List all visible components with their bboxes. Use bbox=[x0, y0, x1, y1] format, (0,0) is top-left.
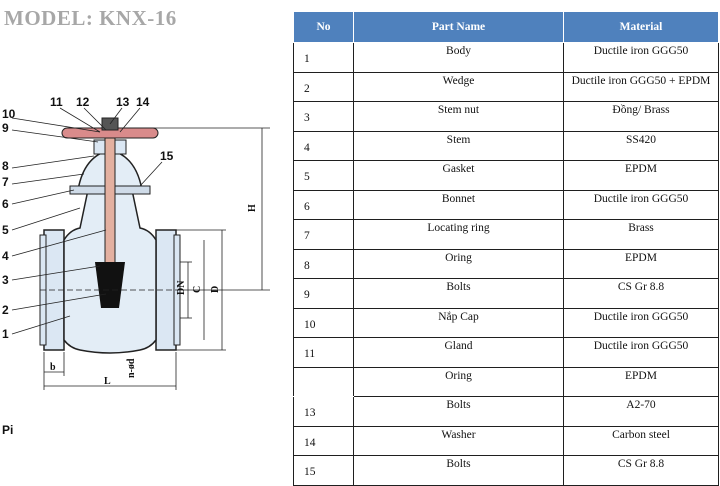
cell-no: 13 bbox=[293, 396, 354, 427]
callout-14: 14 bbox=[136, 95, 150, 109]
cell-no: 15 bbox=[293, 455, 354, 486]
cell-part: Nắp Cap bbox=[353, 307, 564, 338]
cell-part: Body bbox=[353, 42, 564, 73]
cell-material: SS420 bbox=[563, 130, 719, 161]
header-material: Material bbox=[563, 11, 719, 43]
callout-15: 15 bbox=[160, 149, 174, 163]
cell-part: Gland bbox=[353, 337, 564, 368]
cell-material: Ductile iron GGG50 + EPDM bbox=[563, 71, 719, 102]
cell-no: 11 bbox=[293, 337, 354, 368]
cell-part: Gasket bbox=[353, 160, 564, 191]
callout-5: 5 bbox=[2, 223, 9, 237]
cell-material: Ductile iron GGG50 bbox=[563, 189, 719, 220]
callout-10: 10 bbox=[2, 107, 16, 121]
model-title: MODEL: KNX-16 bbox=[4, 6, 177, 30]
cell-part: Oring bbox=[353, 248, 564, 279]
callout-9: 9 bbox=[2, 121, 9, 135]
cell-material: EPDM bbox=[563, 366, 719, 397]
header-no: No bbox=[293, 11, 354, 43]
cell-material: EPDM bbox=[563, 160, 719, 191]
cell-material: Ductile iron GGG50 bbox=[563, 42, 719, 73]
valve-drawing: H DN C D b L n-ød 10 9 8 7 6 5 4 3 2 1 1… bbox=[2, 95, 270, 435]
cell-material: Carbon steel bbox=[563, 425, 719, 456]
table-header-row: No Part Name Material bbox=[293, 11, 719, 43]
callout-4: 4 bbox=[2, 249, 9, 263]
cell-material: CS Gr 8.8 bbox=[563, 278, 719, 309]
cell-no: 7 bbox=[293, 219, 354, 250]
wedge bbox=[95, 262, 125, 308]
callout-2: 2 bbox=[2, 303, 9, 317]
cell-part: Bolts bbox=[353, 396, 564, 427]
header-part-name: Part Name bbox=[353, 11, 564, 43]
cell-part: Washer bbox=[353, 425, 564, 456]
callout-12: 12 bbox=[76, 95, 90, 109]
cell-material: Brass bbox=[563, 219, 719, 250]
cell-no: 2 bbox=[293, 71, 354, 102]
cell-material: Ductile iron GGG50 bbox=[563, 307, 719, 338]
callout-1: 1 bbox=[2, 327, 9, 341]
cell-material: Ductile iron GGG50 bbox=[563, 337, 719, 368]
cell-part: Locating ring bbox=[353, 219, 564, 250]
dim-l-label: L bbox=[104, 376, 111, 387]
dim-c-label: C bbox=[192, 286, 203, 293]
callout-11: 11 bbox=[50, 95, 63, 109]
cell-part: Oring bbox=[353, 366, 564, 397]
cell-no: 4 bbox=[293, 130, 354, 161]
cell-part: Bolts bbox=[353, 278, 564, 309]
callout-8: 8 bbox=[2, 159, 9, 173]
cell-no: 14 bbox=[293, 425, 354, 456]
cell-material: CS Gr 8.8 bbox=[563, 455, 719, 486]
cell-part: Bolts bbox=[353, 455, 564, 486]
cell-part: Bonnet bbox=[353, 189, 564, 220]
dim-b-label: b bbox=[50, 362, 56, 373]
cell-no: 6 bbox=[293, 189, 354, 220]
dim-dn-label: DN bbox=[176, 280, 187, 295]
callout-13: 13 bbox=[116, 95, 130, 109]
dim-h-label: H bbox=[247, 204, 258, 212]
stem bbox=[104, 125, 116, 277]
callout-7: 7 bbox=[2, 175, 9, 189]
cell-material: EPDM bbox=[563, 248, 719, 279]
footer-text: Pi bbox=[2, 423, 13, 435]
cell-part: Stem nut bbox=[353, 101, 564, 132]
cell-part: Wedge bbox=[353, 71, 564, 102]
cell-no bbox=[293, 366, 354, 397]
cell-no: 1 bbox=[293, 42, 354, 73]
cell-no: 10 bbox=[293, 307, 354, 338]
cell-material: Đồng/ Brass bbox=[563, 101, 719, 132]
callout-3: 3 bbox=[2, 273, 9, 287]
dim-d-label: D bbox=[210, 286, 221, 293]
dim-ned-label: n-ød bbox=[126, 358, 137, 378]
cell-part: Stem bbox=[353, 130, 564, 161]
cell-no: 9 bbox=[293, 278, 354, 309]
cell-no: 8 bbox=[293, 248, 354, 279]
cell-no: 5 bbox=[293, 160, 354, 191]
callout-6: 6 bbox=[2, 197, 9, 211]
cell-material: A2-70 bbox=[563, 396, 719, 427]
cell-no: 3 bbox=[293, 101, 354, 132]
